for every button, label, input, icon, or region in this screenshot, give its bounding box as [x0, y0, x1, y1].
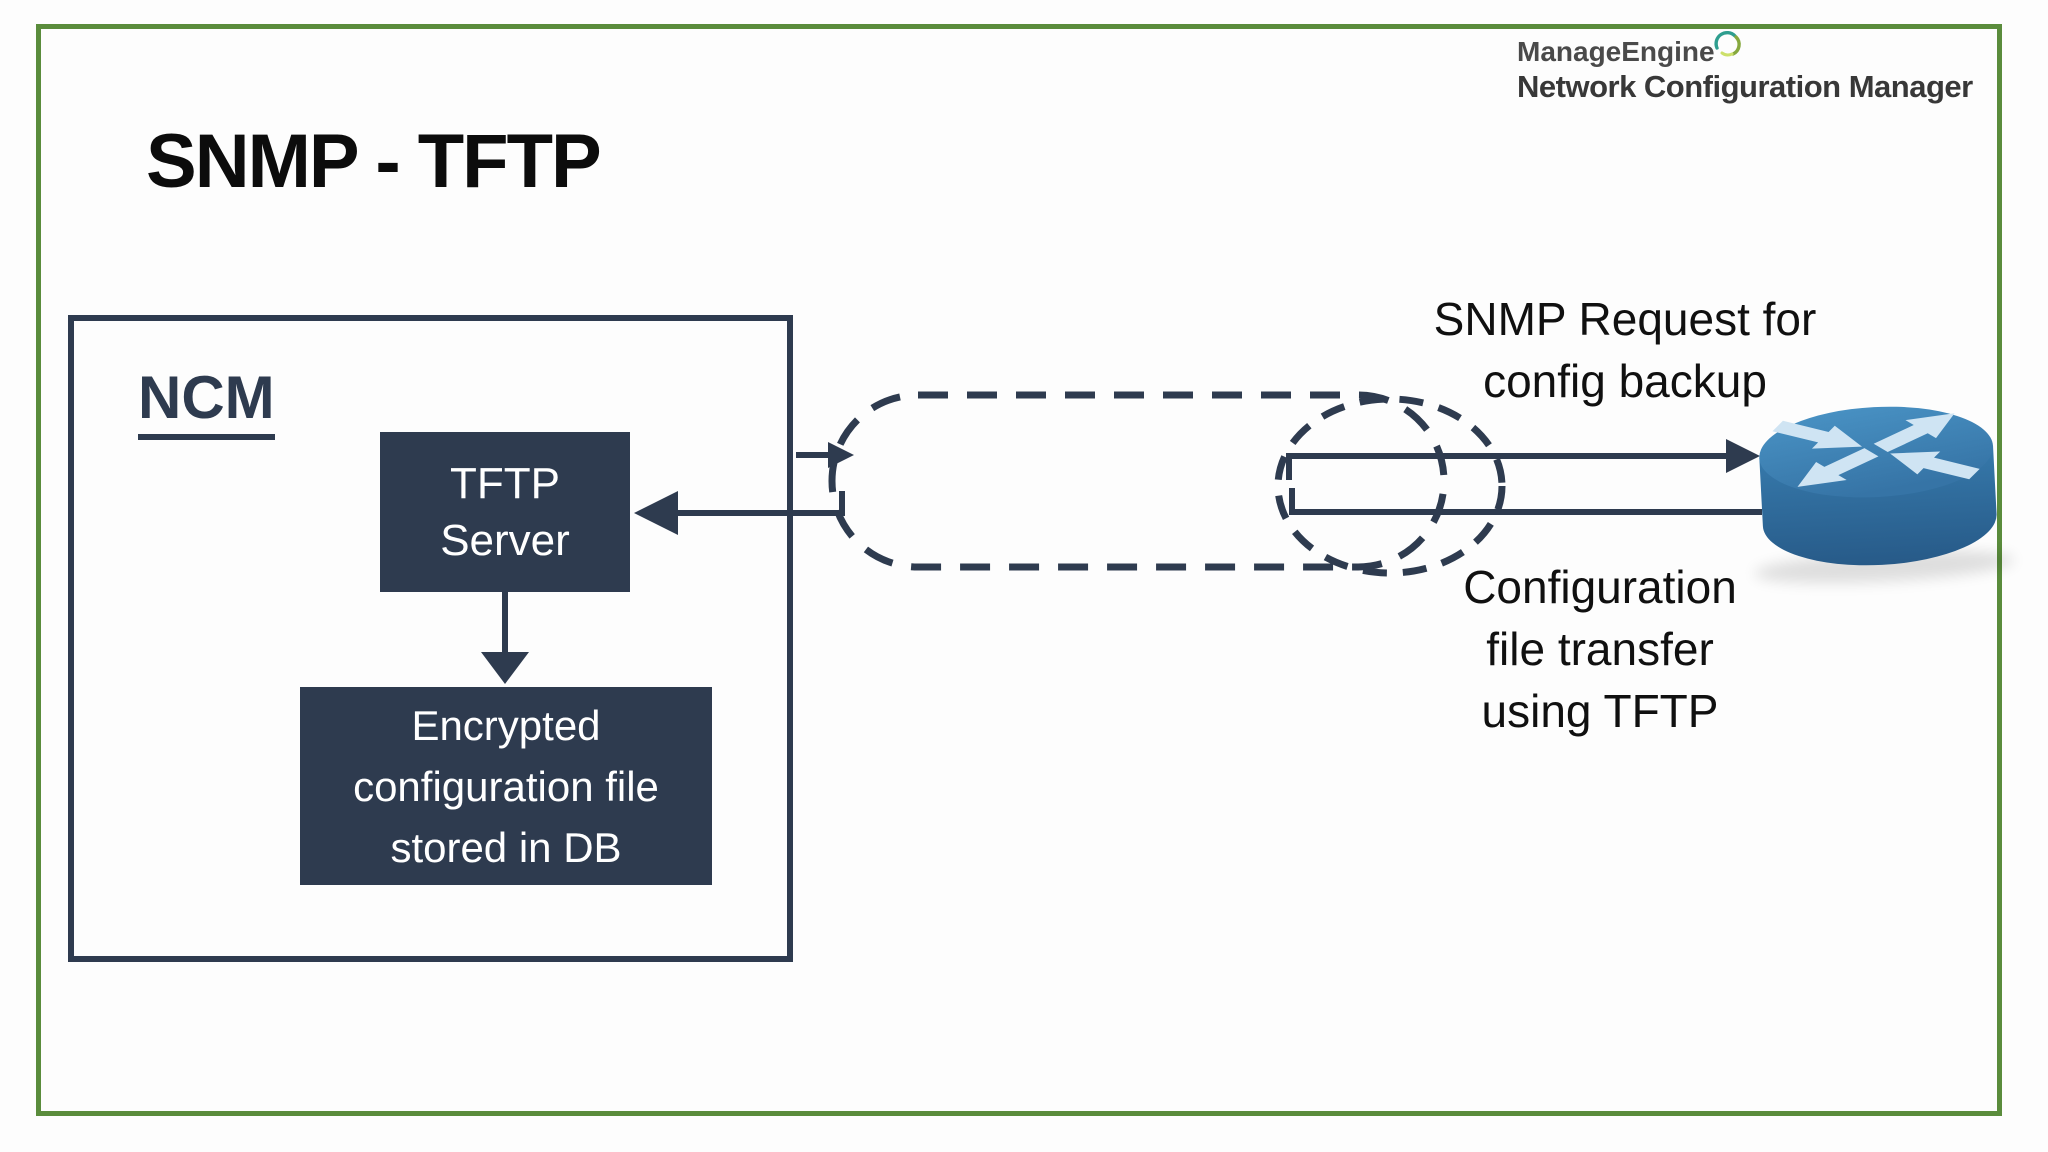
- ncm-container: [68, 315, 793, 962]
- tftp-server-node: TFTP Server: [380, 432, 630, 592]
- brand-name: ManageEngine: [1517, 36, 1715, 67]
- tftp-server-line: TFTP: [450, 459, 560, 508]
- snmp-request-label: SNMP Request for config backup: [1395, 288, 1855, 412]
- encrypted-db-line: stored in DB: [390, 823, 622, 871]
- logo-swirl-icon: [1713, 30, 1743, 65]
- brand-logo: ManageEngine Network Configuration Manag…: [1517, 31, 1973, 105]
- tftp-server-line: Server: [440, 516, 570, 565]
- page-title: SNMP - TFTP: [146, 119, 602, 204]
- ncm-label: NCM: [138, 368, 275, 440]
- encrypted-db-node: Encrypted configuration file stored in D…: [300, 687, 712, 885]
- encrypted-db-line: Encrypted: [411, 701, 601, 749]
- file-transfer-line: using TFTP: [1481, 685, 1719, 737]
- file-transfer-line: Configuration: [1463, 561, 1737, 613]
- file-transfer-line: file transfer: [1486, 623, 1714, 675]
- encrypted-db-line: configuration file: [353, 762, 659, 810]
- product-name: Network Configuration Manager: [1517, 69, 1973, 104]
- file-transfer-label: Configuration file transfer using TFTP: [1400, 556, 1800, 742]
- snmp-request-line: config backup: [1483, 355, 1767, 407]
- snmp-request-line: SNMP Request for: [1433, 293, 1817, 345]
